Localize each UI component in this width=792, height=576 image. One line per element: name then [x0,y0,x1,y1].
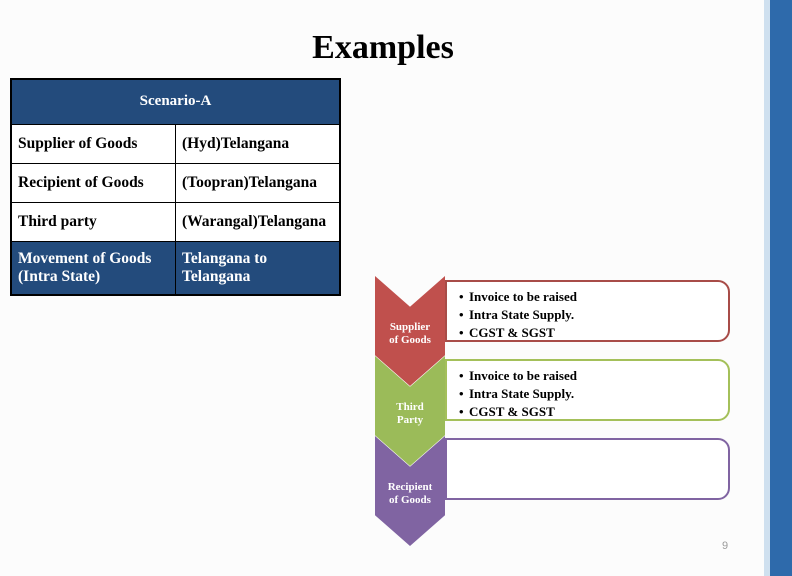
process-flow-diagram: Supplier of Goods Third Party Recipient … [360,276,760,561]
table-cell-value: (Warangal)Telangana [175,202,341,242]
table-row: Supplier of Goods (Hyd)Telangana [10,124,341,164]
table-header-cell: Scenario-A [10,78,341,125]
table-cell-label: Supplier of Goods [10,124,176,164]
right-rail-blue-stripe [770,0,792,576]
chevron-label-line2: Party [396,414,424,426]
note-list-item: Intra State Supply. [459,306,720,324]
table-row-highlight: Movement of Goods (Intra State) Telangan… [10,241,341,296]
note-list-item: Invoice to be raised [459,367,720,385]
table-cell-label: Recipient of Goods [10,163,176,203]
chevron-label-line1: Third [396,401,424,414]
note-list-item: CGST & SGST [459,403,720,421]
right-rail-light-stripe [764,0,770,576]
chevron-label: Recipient of Goods [388,481,433,506]
note-list-item: CGST & SGST [459,324,720,342]
note-list: Invoice to be raised Intra State Supply.… [459,367,720,421]
chevron-label-line2: of Goods [389,494,431,506]
note-list-item: Intra State Supply. [459,385,720,403]
table-header-row: Scenario-A [10,78,341,125]
table-cell-label: Movement of Goods (Intra State) [10,241,176,296]
chevron-label-line1: Supplier [389,321,431,334]
table-row: Third party (Warangal)Telangana [10,202,341,242]
chevron-label: Supplier of Goods [389,321,431,346]
table-cell-value: (Toopran)Telangana [175,163,341,203]
chevron-label-line2: of Goods [389,334,431,346]
table-cell-value: (Hyd)Telangana [175,124,341,164]
page-number: 9 [721,540,729,552]
page-title: Examples [312,29,454,66]
chevron-label-line1: Recipient [387,481,433,494]
note-box-supplier: Invoice to be raised Intra State Supply.… [445,280,730,342]
note-box-recipient [445,438,730,500]
note-list-item: Invoice to be raised [459,288,720,306]
table-cell-label: Third party [10,202,176,242]
scenario-table: Scenario-A Supplier of Goods (Hyd)Telang… [10,78,341,296]
note-list: Invoice to be raised Intra State Supply.… [459,288,720,342]
chevron-label: Third Party [396,401,424,426]
table-row: Recipient of Goods (Toopran)Telangana [10,163,341,203]
table-cell-value: Telangana to Telangana [175,241,341,296]
note-box-third-party: Invoice to be raised Intra State Supply.… [445,359,730,421]
